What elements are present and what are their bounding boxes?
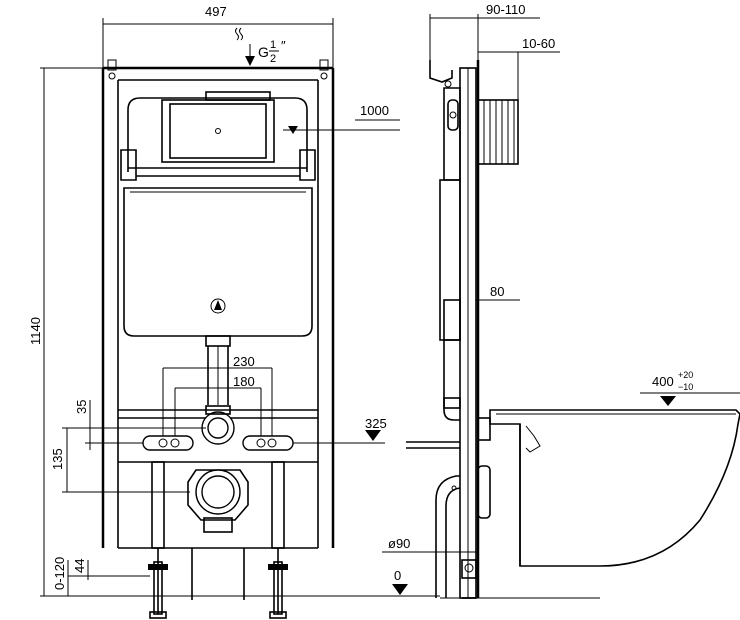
flush-inlet-fitting [201,405,235,445]
pan-height-label: 400 [652,374,674,389]
depth-range-label: 90-110 [486,2,526,17]
stud-spacing-inner-label: 180 [233,374,255,389]
stud-height-label: 325 [365,416,387,431]
svg-text:G: G [258,44,269,60]
offset-44-label: 44 [72,559,87,573]
svg-text:2: 2 [270,53,276,65]
offset-35-label: 35 [74,400,89,414]
svg-text:1: 1 [270,39,276,51]
total-height-label: 1140 [28,317,43,345]
svg-text:″: ″ [281,38,286,53]
svg-text:−10: −10 [678,382,693,392]
stud-spacing-outer-label: 230 [233,354,255,369]
waste-outlet-fitting [187,469,249,533]
cistern-drain-icon [210,298,226,314]
offset-135-label: 135 [50,448,65,470]
stud-bar-right [242,435,294,451]
cistern-height-label: 1000 [360,103,389,118]
side-80-label: 80 [490,284,504,299]
flush-plate-ribbed [477,99,519,165]
water-inlet-marker: G 1 2 ″ [235,27,286,66]
plate-range-label: 10-60 [522,36,555,51]
floor-zero-label: 0 [394,568,401,583]
width-dimension-label: 497 [205,4,227,19]
svg-text:+20: +20 [678,370,693,380]
front-view: 497 G 1 2 ″ 1000 [28,4,440,619]
foot-adjust-label: 0-120 [52,557,67,590]
wall-hung-pan [489,409,740,567]
stud-bar-left [142,435,194,451]
outlet-diameter-label: ø90 [388,536,410,551]
side-view: 90-110 10-60 80 [382,2,740,599]
